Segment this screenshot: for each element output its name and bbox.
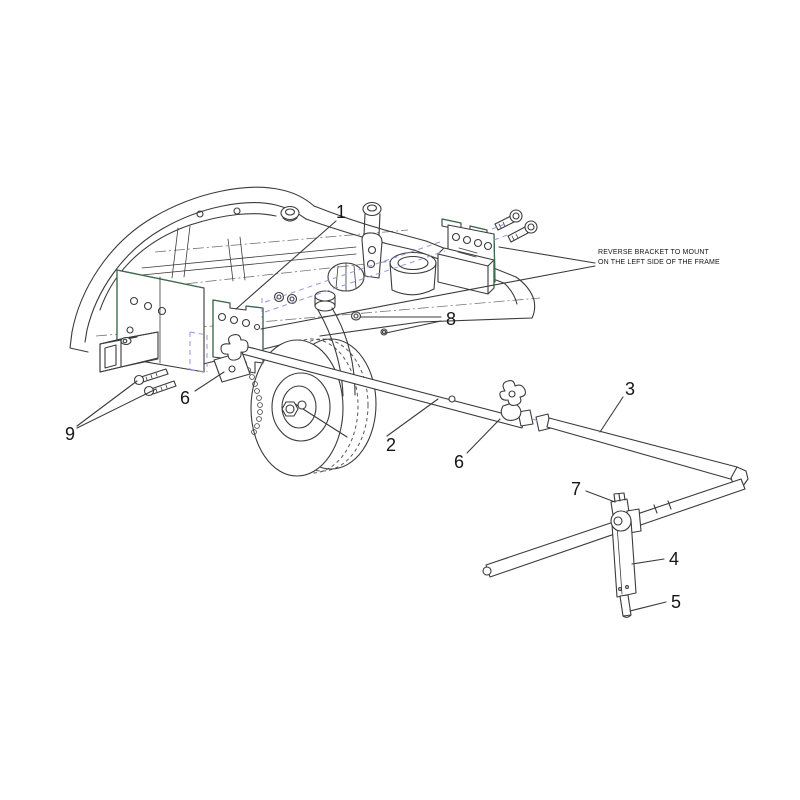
wheel-rim: [271, 372, 331, 442]
note-line-1: REVERSE BRACKET TO MOUNT: [598, 249, 709, 256]
callout-6-rod: 6: [453, 452, 465, 472]
callout-9: 9: [64, 424, 76, 444]
leader-lines: [76, 220, 667, 612]
callout-7: 7: [570, 479, 582, 499]
note-line-2: ON THE LEFT SIDE OF THE FRAME: [598, 258, 720, 266]
clamp-knob-left: [213, 334, 251, 383]
carriage-bolts: [133, 368, 177, 397]
note-reverse-bracket: REVERSE BRACKET TO MOUNT ON THE LEFT SID…: [598, 248, 720, 267]
reverse-bracket: [437, 209, 538, 295]
callout-5: 5: [670, 592, 682, 612]
callout-8: 8: [445, 309, 457, 329]
pivot-collar: [610, 510, 632, 532]
phantom-lines: [189, 223, 541, 423]
callout-6-left: 6: [179, 388, 191, 408]
callout-2: 2: [385, 435, 397, 455]
rod-2-end-cap: [517, 409, 534, 427]
bracket-bolts: [494, 209, 538, 243]
height-adjust-assembly: [610, 492, 642, 618]
callout-1: 1: [335, 202, 347, 222]
callout-3: 3: [624, 379, 636, 399]
rod-2: [230, 342, 534, 429]
clamp-knob-rod: [499, 380, 526, 421]
rod-3-tip: [482, 566, 492, 576]
hitch-tube: [99, 331, 159, 373]
callout-4: 4: [668, 549, 680, 569]
rod-5: [619, 594, 632, 617]
